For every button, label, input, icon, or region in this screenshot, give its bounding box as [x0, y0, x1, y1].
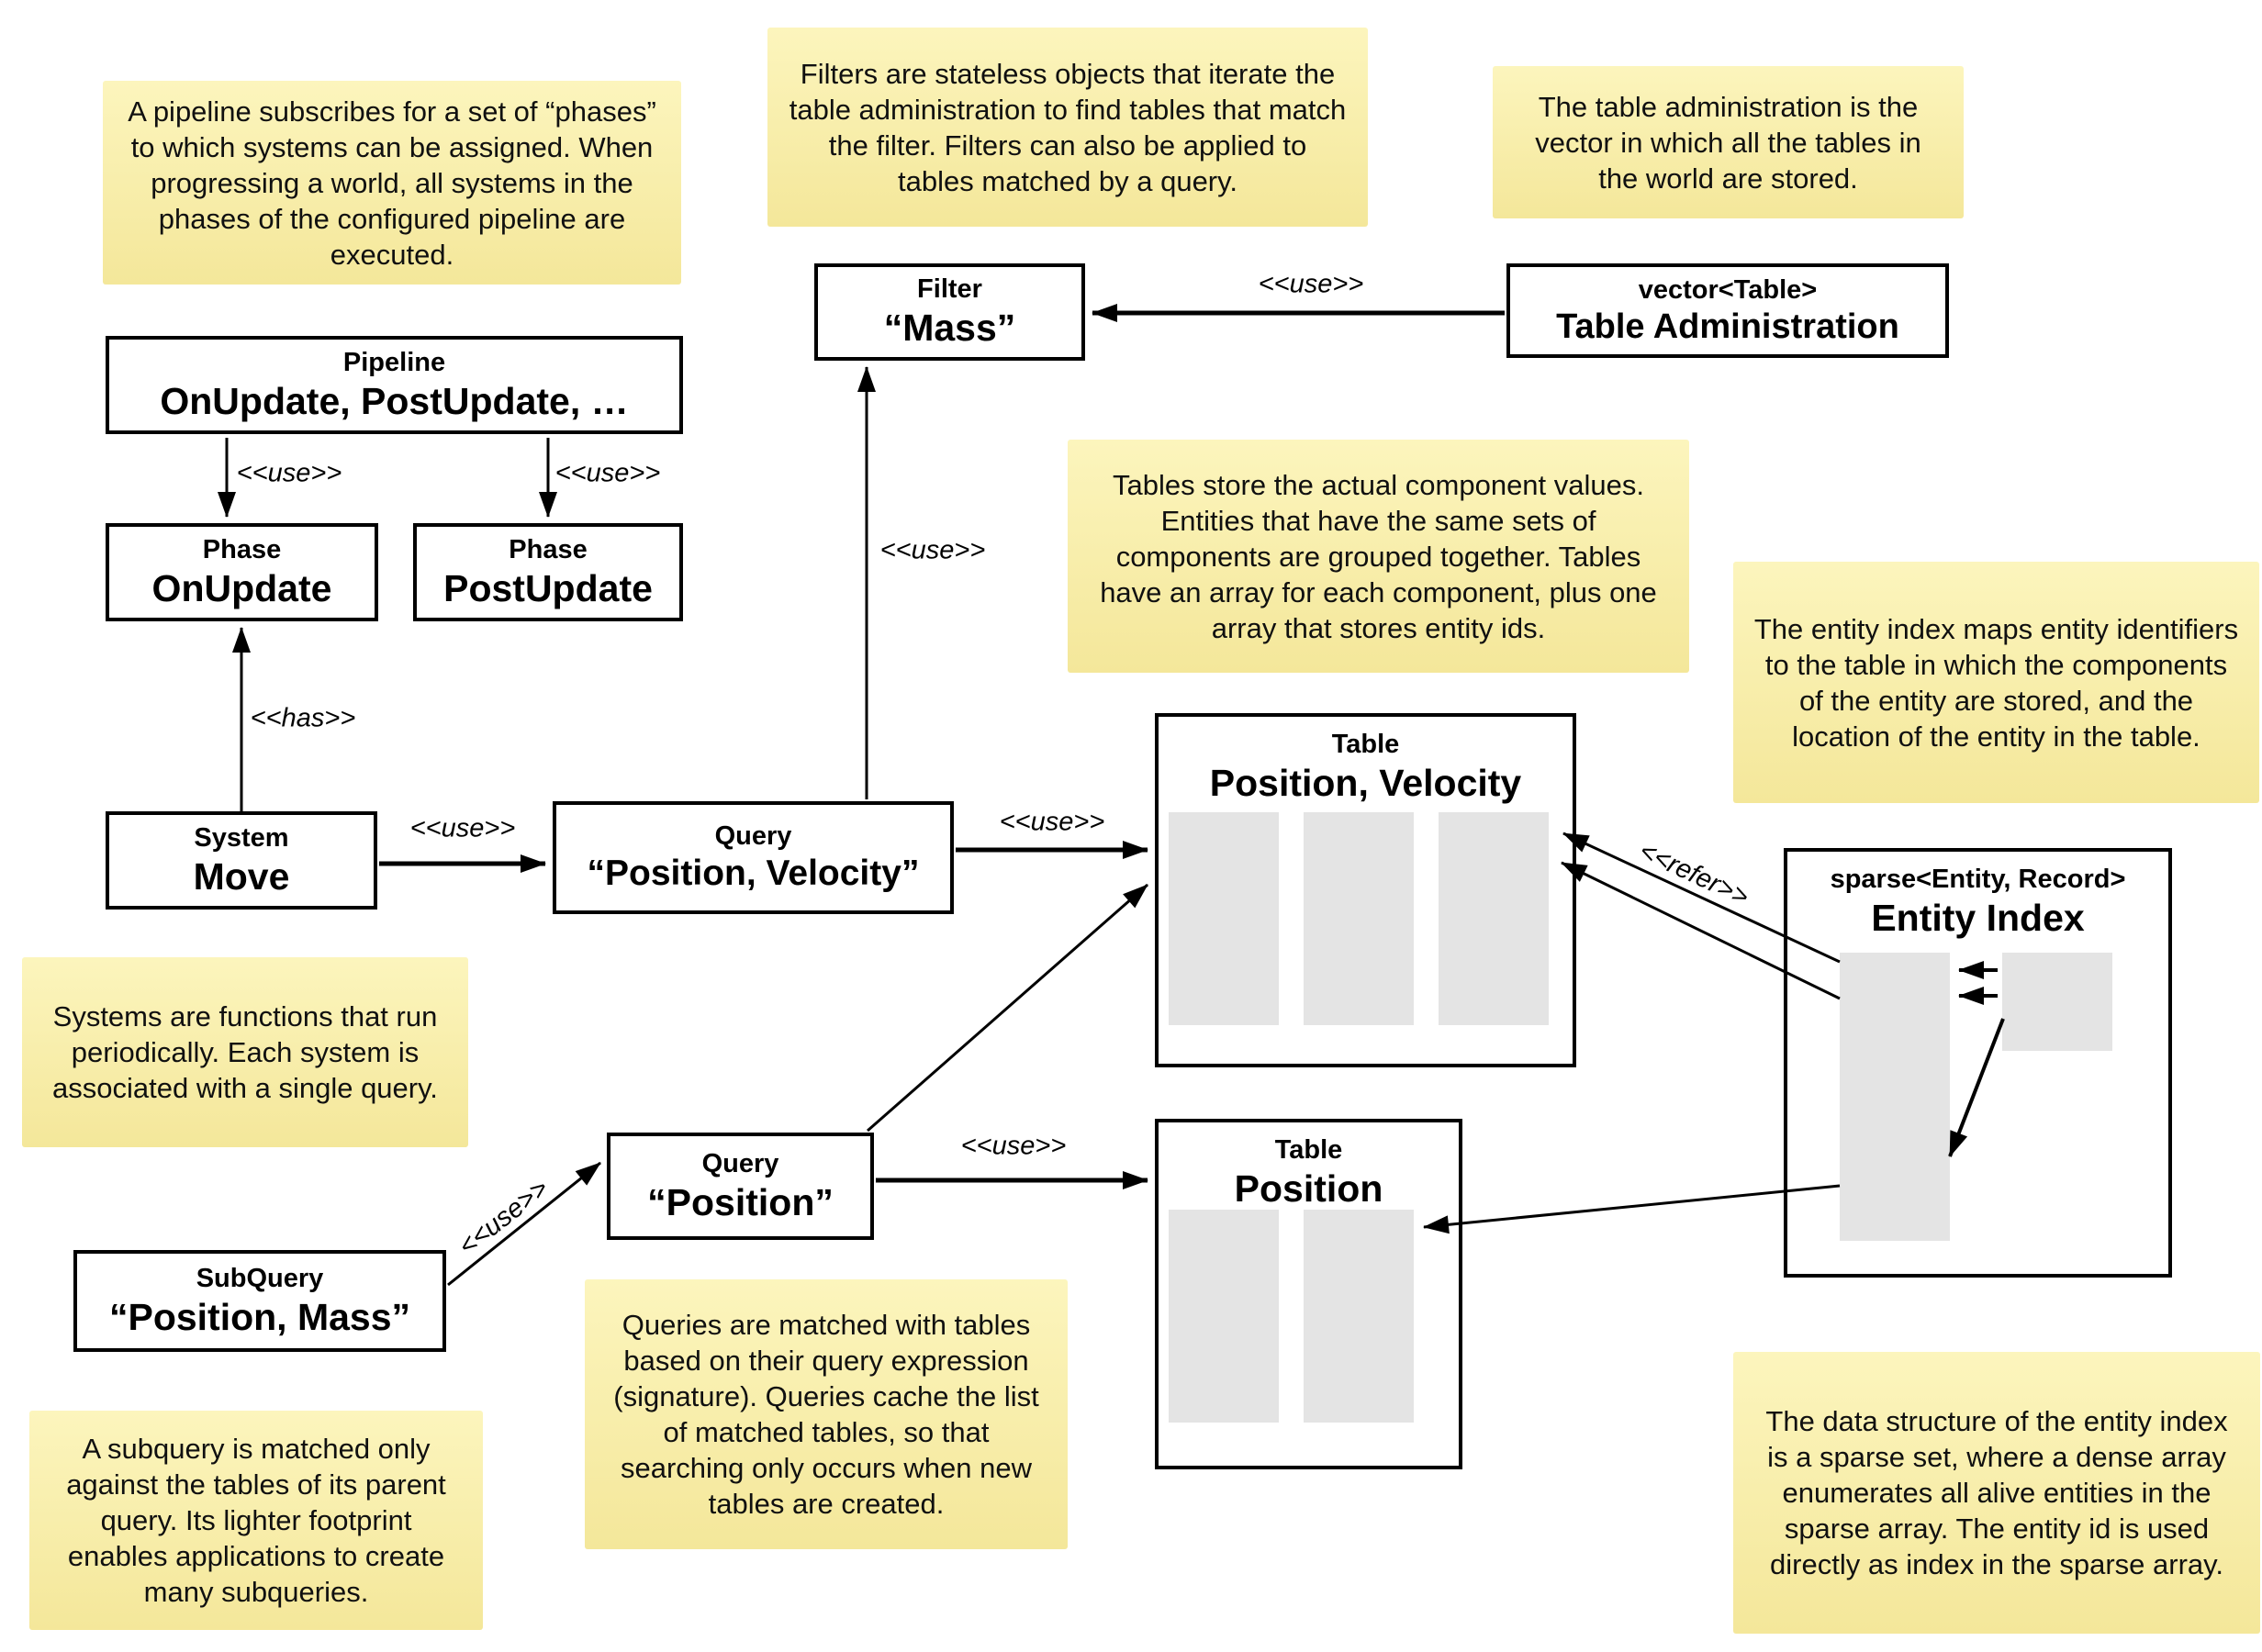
- query-p-stereotype: Query: [701, 1148, 779, 1178]
- label-use-admin-filter: <<use>>: [1258, 269, 1364, 299]
- subquery-stereotype: SubQuery: [196, 1263, 324, 1293]
- table-pv-array-2: [1304, 812, 1414, 1025]
- note-filters: Filters are stateless objects that itera…: [767, 28, 1368, 227]
- phase-postupdate-name: PostUpdate: [443, 566, 653, 609]
- label-use-query-table-pv: <<use>>: [999, 807, 1105, 837]
- phase-onupdate-stereotype: Phase: [202, 534, 282, 564]
- table-p-stereotype: Table: [1274, 1135, 1343, 1165]
- pipeline-stereotype: Pipeline: [342, 347, 446, 377]
- table-pv-array-1: [1169, 812, 1279, 1025]
- table-administration-stereotype: vector<Table>: [1638, 274, 1818, 305]
- node-subquery: SubQuery “Position, Mass”: [73, 1250, 446, 1352]
- node-phase-onupdate: Phase OnUpdate: [106, 523, 378, 621]
- table-p-array-1: [1169, 1210, 1279, 1423]
- pipeline-name: OnUpdate, PostUpdate, …: [160, 379, 629, 422]
- node-phase-postupdate: Phase PostUpdate: [413, 523, 683, 621]
- query-p-name: “Position”: [647, 1180, 834, 1223]
- note-pipeline: A pipeline subscribes for a set of “phas…: [103, 81, 681, 285]
- node-query-position: Query “Position”: [607, 1133, 874, 1240]
- entity-index-name: Entity Index: [1871, 897, 2085, 939]
- filter-name: “Mass”: [883, 307, 1016, 349]
- note-systems: Systems are functions that run periodica…: [22, 957, 468, 1147]
- note-table-administration: The table administration is the vector i…: [1493, 66, 1964, 218]
- note-entity-index: The entity index maps entity identifiers…: [1733, 562, 2259, 803]
- table-p-array-2: [1304, 1210, 1414, 1423]
- table-pv-stereotype: Table: [1331, 730, 1400, 759]
- table-pv-name: Position, Velocity: [1209, 762, 1522, 804]
- note-subquery: A subquery is matched only against the t…: [29, 1411, 483, 1630]
- table-administration-name: Table Administration: [1556, 307, 1899, 346]
- node-system-move: System Move: [106, 811, 377, 910]
- label-use-query-table-p: <<use>>: [960, 1131, 1067, 1161]
- entity-index-sparse-array: [1840, 953, 1950, 1241]
- note-tables: Tables store the actual component values…: [1068, 440, 1689, 673]
- phase-postupdate-stereotype: Phase: [509, 534, 588, 564]
- subquery-name: “Position, Mass”: [108, 1295, 411, 1338]
- query-pv-name: “Position, Velocity”: [587, 854, 920, 893]
- query-pv-stereotype: Query: [714, 821, 792, 851]
- entity-index-stereotype: sparse<Entity, Record>: [1830, 865, 2126, 894]
- system-name: Move: [193, 854, 290, 898]
- label-use-pipeline-postupdate: <<use>>: [554, 458, 661, 488]
- node-query-position-velocity: Query “Position, Velocity”: [553, 801, 954, 914]
- label-use-pipeline-onupdate: <<use>>: [236, 458, 342, 488]
- arrow-query-p-to-table-pv: [867, 883, 1148, 1133]
- label-has-system-phase: <<has>>: [250, 703, 356, 733]
- system-stereotype: System: [194, 822, 289, 853]
- phase-onupdate-name: OnUpdate: [151, 566, 332, 609]
- label-refer-entity-index: <<refer>>: [1634, 836, 1753, 912]
- node-pipeline: Pipeline OnUpdate, PostUpdate, …: [106, 336, 683, 434]
- note-sparse-set: The data structure of the entity index i…: [1733, 1352, 2260, 1634]
- filter-stereotype: Filter: [917, 274, 982, 304]
- label-use-subquery-query: <<use>>: [453, 1173, 554, 1262]
- node-table-administration: vector<Table> Table Administration: [1506, 263, 1949, 358]
- node-filter: Filter “Mass”: [814, 263, 1085, 361]
- note-queries: Queries are matched with tables based on…: [585, 1279, 1068, 1549]
- table-p-name: Position: [1234, 1167, 1383, 1210]
- label-use-system-query: <<use>>: [409, 813, 516, 843]
- arrow-sparse-to-table-p: [1423, 1184, 1841, 1234]
- entity-index-dense-array: [2002, 953, 2112, 1051]
- table-pv-array-3: [1439, 812, 1549, 1025]
- label-use-query-filter: <<use>>: [879, 535, 986, 565]
